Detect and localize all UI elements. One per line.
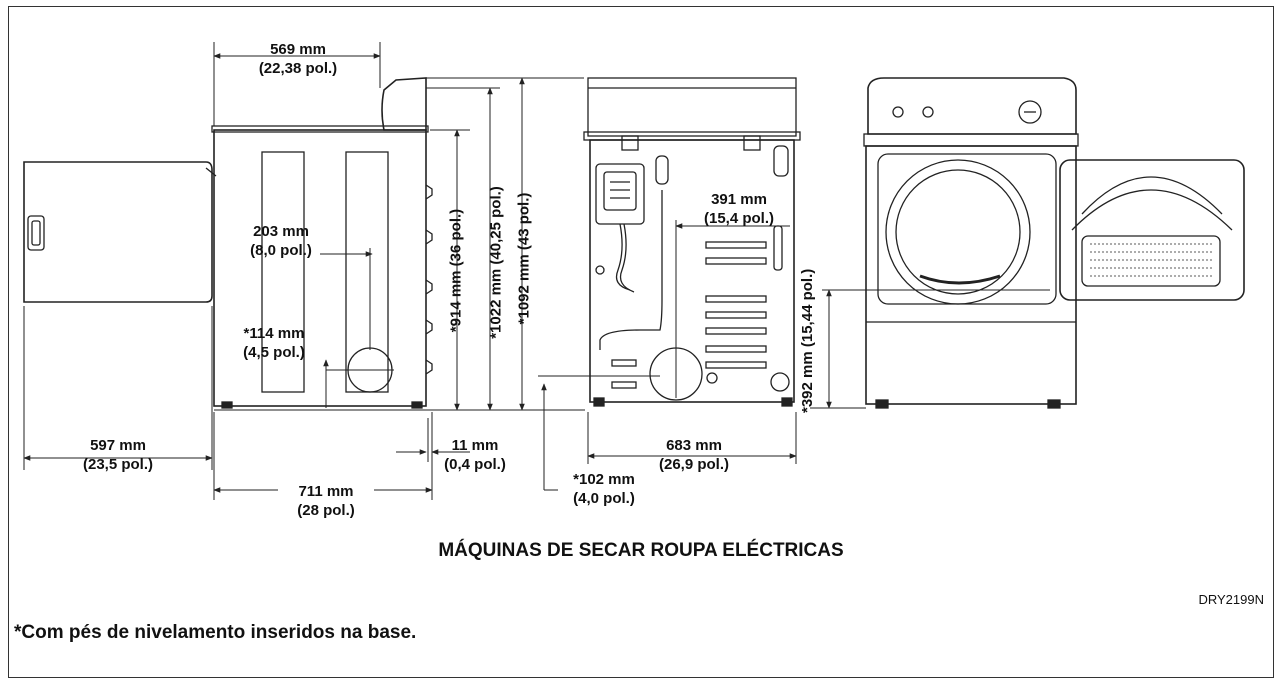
front-view xyxy=(863,77,1245,409)
dim-value: 683 mm xyxy=(666,437,722,454)
dim-597-label: 597 mm (23,5 pol.) xyxy=(70,436,166,474)
cabinet-front xyxy=(865,145,1077,405)
terminal-block xyxy=(595,163,645,225)
dim-value: 391 mm xyxy=(711,191,767,208)
open-door-front xyxy=(1059,159,1245,301)
side-slot xyxy=(261,151,305,393)
dim-value: 711 mm xyxy=(298,483,354,500)
dim-1092-label: *1092 mm (43 pol.) xyxy=(515,192,533,325)
cabinet-side xyxy=(213,129,427,407)
front-console xyxy=(867,77,1077,135)
dim-value: 569 mm xyxy=(270,41,326,58)
dim-inches: (4,5 pol.) xyxy=(243,344,305,361)
dim-value: *102 mm xyxy=(573,471,635,488)
dim-inches: (0,4 pol.) xyxy=(444,456,506,473)
control-knob-icon xyxy=(922,106,934,118)
dim-inches: (26,9 pol.) xyxy=(658,456,729,473)
cabinet-rear xyxy=(589,139,795,403)
timer-dial-icon xyxy=(1018,100,1042,124)
figure-code: DRY2199N xyxy=(1198,592,1264,607)
door-window-arc xyxy=(1081,176,1223,215)
dim-914-label: *914 mm (36 pol.) xyxy=(447,208,465,333)
dim-203-label: 203 mm (8,0 pol.) xyxy=(236,222,326,260)
control-knob-icon xyxy=(892,106,904,118)
rear-louver xyxy=(705,241,767,249)
dim-1022-label: *1022 mm (40,25 pol.) xyxy=(487,186,505,339)
footnote: *Com pés de nivelamento inseridos na bas… xyxy=(14,622,417,643)
power-cord xyxy=(615,223,631,291)
dim-inches: (4,0 pol.) xyxy=(573,490,635,507)
dim-value: 597 mm xyxy=(90,437,146,454)
drum-opening xyxy=(885,159,1031,305)
dim-11-label: 11 mm (0,4 pol.) xyxy=(440,436,510,474)
dim-711-label: 711 mm (28 pol.) xyxy=(278,482,374,520)
dimension-lines xyxy=(23,42,1050,500)
dim-value: *114 mm xyxy=(243,325,305,342)
diagram-frame xyxy=(8,6,1274,678)
dim-value: 203 mm xyxy=(253,223,309,240)
open-door-side xyxy=(23,161,213,303)
dim-value: 11 mm xyxy=(451,437,499,454)
dim-inches: (28 pol.) xyxy=(297,502,355,519)
dim-102-label: *102 mm (4,0 pol.) xyxy=(562,470,646,508)
dim-114-label: *114 mm (4,5 pol.) xyxy=(232,324,316,362)
door-handle-icon xyxy=(27,215,45,251)
dim-inches: (8,0 pol.) xyxy=(250,242,312,259)
dim-inches: (23,5 pol.) xyxy=(82,456,153,473)
lint-filter xyxy=(1081,235,1221,287)
diagram-caption: MÁQUINAS DE SECAR ROUPA ELÉCTRICAS xyxy=(438,540,844,561)
rear-view xyxy=(583,77,801,407)
dim-inches: (22,38 pol.) xyxy=(258,60,338,77)
dim-391-label: 391 mm (15,4 pol.) xyxy=(694,190,784,228)
dim-inches: (15,4 pol.) xyxy=(703,210,774,227)
dim-392-label: *392 mm (15,44 pol.) xyxy=(799,268,816,413)
dim-683-label: 683 mm (26,9 pol.) xyxy=(646,436,742,474)
dim-569-label: 569 mm (22,38 pol.) xyxy=(250,40,346,78)
control-console-side xyxy=(381,77,427,131)
rear-console xyxy=(587,77,797,137)
